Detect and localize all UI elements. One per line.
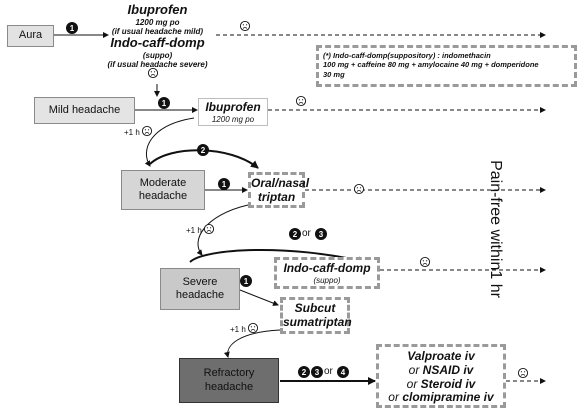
stage-moderate-label-1: Moderate xyxy=(139,176,187,189)
footnote-line-3: 30 mg xyxy=(323,69,345,79)
stage-moderate-headache: Moderate headache xyxy=(121,170,205,210)
frown-icon-aura xyxy=(239,20,251,32)
stage-severe-label-1: Severe xyxy=(182,275,218,288)
step-badge-1-moderate: 1 xyxy=(218,178,230,190)
step-badge-1-severe: 1 xyxy=(240,275,252,287)
mild-drug: Ibuprofen xyxy=(205,100,261,114)
severe-treatment-box: Indo-caff-domp (suppo) xyxy=(274,257,380,289)
frown-icon-mild xyxy=(295,95,307,107)
frown-icon-plus1h-moderate xyxy=(203,223,215,235)
mild-treatment-box: Ibuprofen 1200 mg po xyxy=(198,98,268,126)
subcut-treatment-box: Subcut sumatriptan xyxy=(280,297,352,334)
arrow-severe-to-subcut xyxy=(239,289,279,306)
footnote-box: (*) Indo-caff-domp(suppository) : indome… xyxy=(316,45,577,87)
refractory-or-3: or xyxy=(406,376,421,391)
footnote-line-1: (*) Indo-caff-domp(suppository) : indome… xyxy=(323,51,491,60)
curve-severe-to-refractory xyxy=(223,329,281,358)
plus1h-label-severe: +1 h xyxy=(230,325,246,334)
frown-icon-plus1h-mild xyxy=(141,125,153,137)
stage-refractory-label-2: headache xyxy=(204,380,254,393)
side-label-pain-free: Pain-free within1 hr xyxy=(487,160,504,298)
refractory-line-2: or NSAID iv xyxy=(379,362,503,378)
aura-cond-1: (if usual headache mild) xyxy=(111,27,204,37)
step-badge-3-severe: 3 xyxy=(315,228,327,240)
step-badge-1-mild: 1 xyxy=(158,97,170,109)
severe-drug: Indo-caff-domp xyxy=(283,261,371,275)
mild-dose: 1200 mg po xyxy=(211,114,255,124)
or-label-severe: or xyxy=(302,228,311,239)
refractory-drug-2: NSAID iv xyxy=(422,362,474,377)
refractory-or-4: or xyxy=(388,390,403,405)
stage-refractory-headache: Refractory headache xyxy=(179,358,279,403)
aura-dose-1: 1200 mg po xyxy=(135,17,180,27)
curve-mild-to-moderate xyxy=(144,117,195,167)
subcut-line-2: sumatriptan xyxy=(283,314,352,329)
subcut-line-1: Subcut xyxy=(294,301,336,315)
refractory-treatment-box: Valproate iv or NSAID iv or Steroid iv o… xyxy=(376,344,506,408)
plus1h-label-mild: +1 h xyxy=(124,128,140,137)
moderate-drug-line-2: triptan xyxy=(257,189,296,204)
curve-step2or3-to-indo xyxy=(189,249,366,265)
frown-icon-moderate xyxy=(353,183,365,195)
aura-drug-ibuprofen: Ibuprofen xyxy=(127,2,188,17)
stage-aura: Aura xyxy=(7,25,54,47)
refractory-drug-4: clomipramine iv xyxy=(402,390,494,405)
aura-treatment: Ibuprofen 1200 mg po (if usual headache … xyxy=(95,2,220,70)
step-badge-4-refractory: 4 xyxy=(337,366,349,378)
refractory-drug-3: Steroid iv xyxy=(420,376,476,391)
stage-mild-headache: Mild headache xyxy=(34,97,135,124)
aura-cond-2: (if usual headache severe) xyxy=(107,60,208,70)
step-badge-2-refractory: 2 xyxy=(298,366,310,378)
refractory-line-4: or clomipramine iv xyxy=(379,390,503,405)
frown-icon-refractory xyxy=(517,367,529,379)
frown-icon-severe xyxy=(419,256,431,268)
frown-icon-aura-treatment xyxy=(147,67,159,79)
refractory-drug-1: Valproate iv xyxy=(407,349,475,363)
stage-mild-label: Mild headache xyxy=(48,103,121,116)
refractory-line-3: or Steroid iv xyxy=(379,376,503,392)
stage-refractory-label-1: Refractory xyxy=(203,367,255,380)
step-badge-2-severe: 2 xyxy=(289,228,301,240)
moderate-drug-line-1: Oral/nasal xyxy=(251,176,310,190)
stage-severe-label-2: headache xyxy=(175,289,225,301)
or-label-refractory: or xyxy=(324,366,333,377)
footnote-line-2: 100 mg + caffeine 80 mg + amylocaine 40 … xyxy=(323,60,539,70)
severe-dose: (suppo) xyxy=(313,275,341,285)
stage-moderate-label-2: headache xyxy=(138,190,188,202)
step-badge-3-refractory: 3 xyxy=(311,366,323,378)
step-badge-1-aura: 1 xyxy=(66,22,78,34)
refractory-or-2: or xyxy=(408,362,423,377)
stage-severe-headache: Severe headache xyxy=(160,268,240,310)
plus1h-label-moderate: +1 h xyxy=(186,226,202,235)
moderate-treatment-box: Oral/nasal triptan xyxy=(248,172,310,208)
step-badge-2-moderate: 2 xyxy=(197,144,209,156)
aura-drug-indo: Indo-caff-domp xyxy=(110,35,205,51)
frown-icon-plus1h-severe xyxy=(247,322,259,334)
stage-aura-label: Aura xyxy=(18,29,43,42)
aura-dose-2: (suppo) xyxy=(142,51,173,61)
